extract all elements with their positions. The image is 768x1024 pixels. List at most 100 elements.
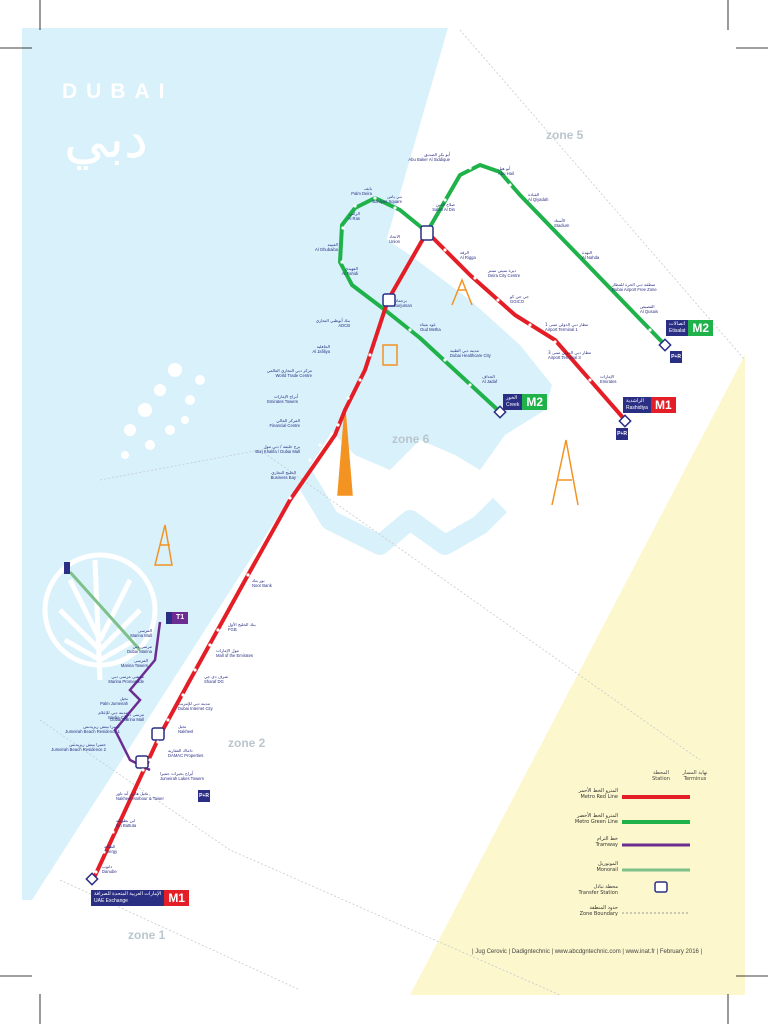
red-station-station-dot[interactable] — [148, 758, 152, 762]
red-station-station-dot[interactable] — [288, 496, 292, 500]
red-station-station-dot[interactable] — [111, 830, 115, 834]
green-station-station-dot[interactable] — [353, 204, 357, 208]
green-station-station-dot[interactable] — [443, 358, 447, 362]
green-station-station-dot[interactable] — [508, 183, 512, 187]
red-station-station-dot[interactable] — [553, 340, 557, 344]
red-station-station-dot[interactable] — [308, 458, 312, 462]
red-station-station-dot[interactable] — [496, 298, 500, 302]
park-ride-rashidiya[interactable]: P+R — [616, 428, 628, 440]
green-station-station-dot[interactable] — [468, 166, 472, 170]
green-station-station-dot[interactable] — [588, 278, 592, 282]
park-ride-etisalat[interactable]: P+R — [670, 351, 682, 363]
red-station-station-dot[interactable] — [473, 276, 477, 280]
red-station-station-dot[interactable] — [102, 850, 106, 854]
green-station-station-dot[interactable] — [618, 303, 622, 307]
green-station-station-dot[interactable] — [341, 226, 345, 230]
transfer-dmcc[interactable] — [151, 727, 165, 741]
green-station-station-dot[interactable] — [648, 328, 652, 332]
red-station-station-dot[interactable] — [181, 693, 185, 697]
red-station-station-dot[interactable] — [216, 628, 220, 632]
green-station-station-dot[interactable] — [340, 260, 344, 264]
red-station-station-dot[interactable] — [368, 353, 372, 357]
red-station-station-dot[interactable] — [193, 668, 197, 672]
green-station-station-dot[interactable] — [563, 258, 567, 262]
green-station-station-dot[interactable] — [408, 328, 412, 332]
red-station-station-dot[interactable] — [588, 378, 592, 382]
red-station-station-dot[interactable] — [386, 298, 390, 302]
red-station-station-dot[interactable] — [208, 643, 212, 647]
green-station-station-dot[interactable] — [423, 230, 427, 234]
red-station-station-dot[interactable] — [358, 378, 362, 382]
transfer-jlt[interactable] — [135, 755, 149, 769]
red-station-station-dot[interactable] — [318, 443, 322, 447]
green-station-station-dot[interactable] — [533, 226, 537, 230]
green-station-station-dot[interactable] — [468, 383, 472, 387]
green-station-station-dot[interactable] — [393, 206, 397, 210]
green-station-station-dot[interactable] — [373, 196, 377, 200]
red-station-station-dot[interactable] — [443, 248, 447, 252]
red-station-station-dot[interactable] — [94, 870, 98, 874]
park-ride-jlt[interactable]: P+R — [198, 790, 210, 802]
red-station-station-dot[interactable] — [141, 768, 145, 772]
red-station-station-dot[interactable] — [156, 740, 160, 744]
red-station-station-dot[interactable] — [528, 323, 532, 327]
badge-monorail[interactable] — [64, 562, 70, 574]
red-station-station-dot[interactable] — [336, 423, 340, 427]
green-station-station-dot[interactable] — [443, 198, 447, 202]
red-station-station-dot[interactable] — [346, 396, 350, 400]
red-station-station-dot[interactable] — [166, 718, 170, 722]
